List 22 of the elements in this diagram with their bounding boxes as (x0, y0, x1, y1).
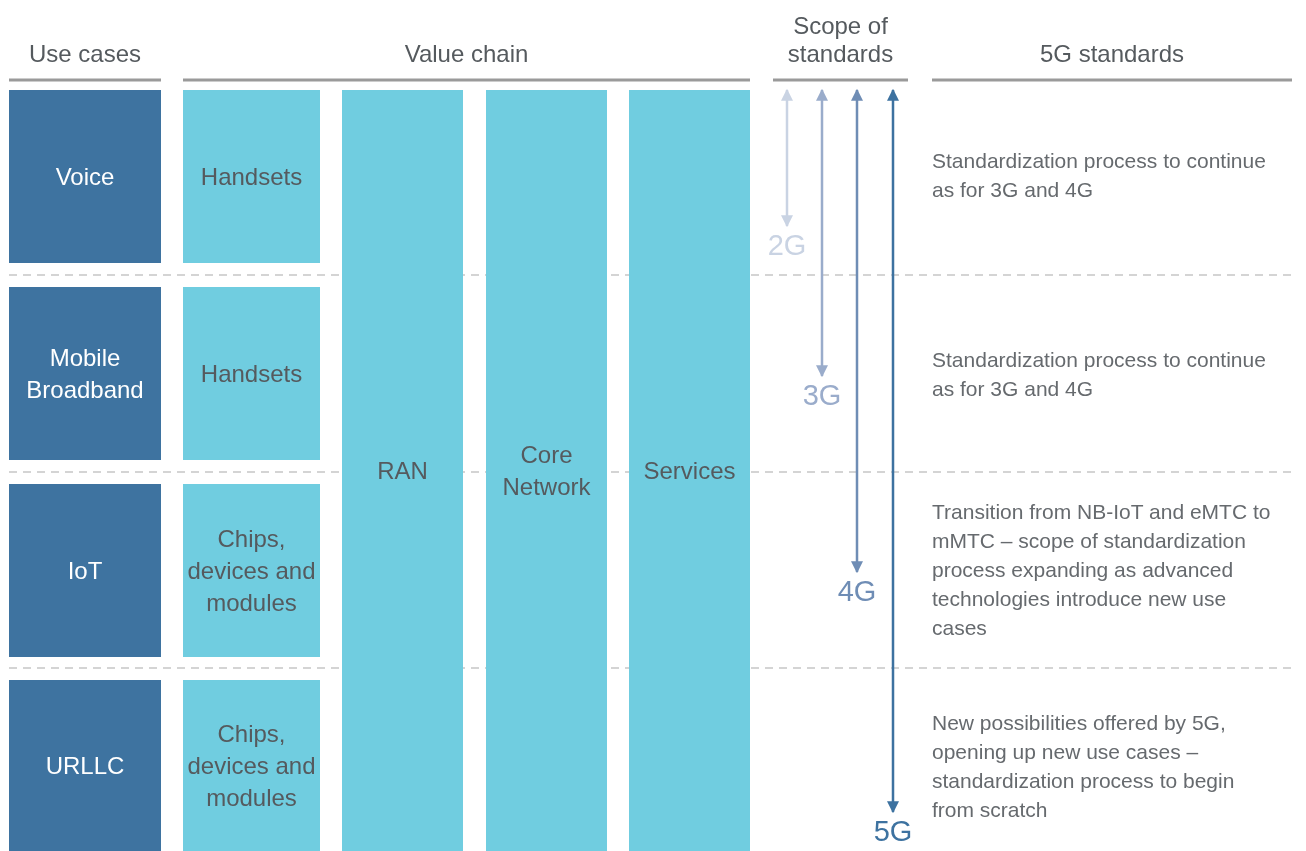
value-chain-box: Handsets (183, 90, 320, 263)
generation-label: 3G (801, 380, 843, 410)
value-chain-box: Services (629, 90, 750, 851)
use-case-box: Mobile Broadband (9, 287, 161, 460)
value-chain-box: RAN (342, 90, 463, 851)
column-header: Use cases (27, 39, 142, 68)
value-chain-box: Chips, devices and modules (183, 484, 320, 657)
value-chain-box: Core Network (486, 90, 607, 851)
value-chain-box: Chips, devices and modules (183, 680, 320, 851)
use-case-box: URLLC (9, 680, 161, 851)
column-header: 5G standards (1038, 39, 1186, 68)
column-header: Scope of standards (786, 11, 895, 68)
value-chain-box: Handsets (183, 287, 320, 460)
use-case-box: Voice (9, 90, 161, 263)
column-header: Value chain (403, 39, 530, 68)
description-text: Standardization process to continue as for 3G and 4G (932, 347, 1267, 402)
description-text: New possibilities offered by 5G, opening up new use cases – standardization process to begin from scratch (932, 710, 1236, 823)
generation-label: 5G (872, 816, 914, 846)
generation-label: 4G (836, 576, 878, 606)
description-text: Standardization process to continue as for 3G and 4G (932, 148, 1267, 203)
description-text: Transition from NB-IoT and eMTC to mMTC – scope of standardization process expanding as advanced technologies introduce new use cases (932, 499, 1272, 641)
use-case-box: IoT (9, 484, 161, 657)
